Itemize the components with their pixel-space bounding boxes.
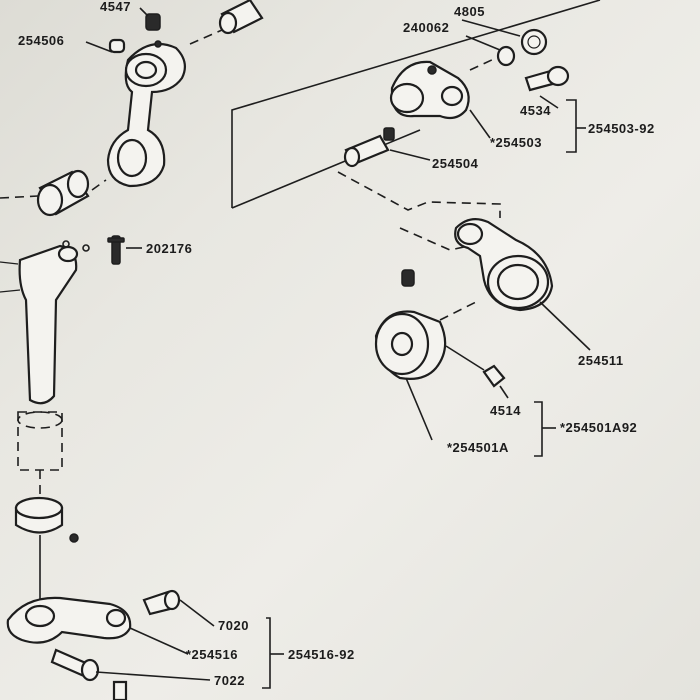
bushing xyxy=(36,169,90,217)
label-254516-92: 254516-92 xyxy=(288,647,355,662)
collar-254501A xyxy=(374,310,447,380)
assembly-frame xyxy=(231,0,601,209)
shaft-bottom xyxy=(112,680,128,700)
pin-202176 xyxy=(82,235,125,265)
screw-4534 xyxy=(524,65,570,92)
screw-7020 xyxy=(142,589,181,616)
label-254503: *254503 xyxy=(490,135,542,150)
label-254501A: *254501A xyxy=(447,440,509,455)
set-screw xyxy=(401,269,415,287)
leader-4547 xyxy=(139,7,149,17)
label-254501A92: *254501A92 xyxy=(560,420,638,435)
lever-254516 xyxy=(6,596,132,644)
ghost-component xyxy=(17,411,63,471)
label-4547: 4547 xyxy=(100,0,131,14)
label-240062: 240062 xyxy=(403,20,450,35)
crank-254503 xyxy=(389,60,470,120)
set-screw-4547 xyxy=(145,13,161,31)
screw-7022 xyxy=(50,648,100,682)
pin-254504 xyxy=(343,127,395,168)
label-254504: 254504 xyxy=(432,156,479,171)
label-202176: 202176 xyxy=(146,241,193,256)
leader-254506 xyxy=(85,41,113,53)
label-7020: 7020 xyxy=(218,618,249,633)
label-254516: *254516 xyxy=(186,647,238,662)
screw-4514 xyxy=(482,364,506,388)
label-4514: 4514 xyxy=(490,403,521,418)
rocker-arm-left xyxy=(18,240,79,405)
washer-240062 xyxy=(496,45,516,67)
label-254503-92: 254503-92 xyxy=(588,121,655,136)
label-254506: 254506 xyxy=(18,33,65,48)
label-4805: 4805 xyxy=(454,4,485,19)
cap-collar xyxy=(14,496,64,534)
crank-arm-254506 xyxy=(106,38,187,188)
label-4534: 4534 xyxy=(520,103,551,118)
label-254511: 254511 xyxy=(578,353,624,368)
shaft-cylinder xyxy=(218,0,264,35)
nut-4805 xyxy=(520,28,548,56)
link-254511 xyxy=(454,217,554,312)
label-7022: 7022 xyxy=(214,673,245,688)
